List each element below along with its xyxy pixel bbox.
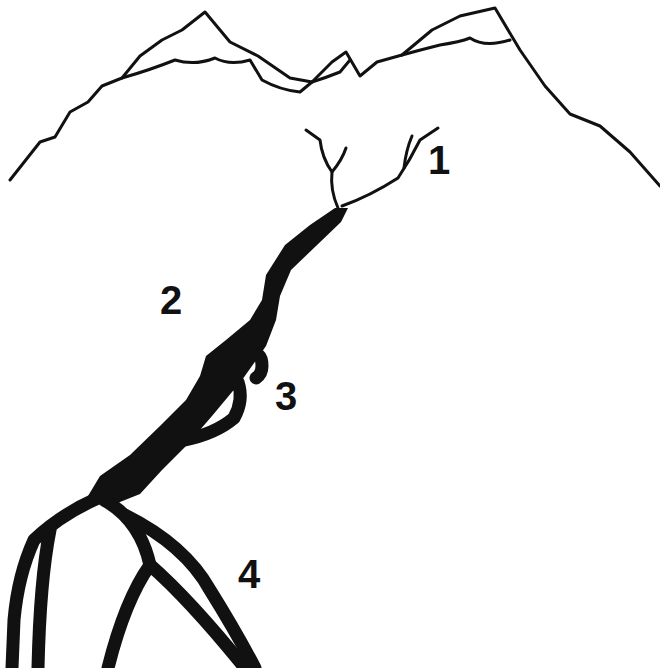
callout-number: 4: [238, 554, 260, 594]
oxbow-lake: [184, 382, 240, 440]
river-channel: [88, 208, 348, 506]
tributary: [404, 136, 412, 168]
mountain-outline: [10, 8, 660, 186]
tributary: [342, 128, 438, 206]
snow-line: [402, 38, 510, 55]
oxbow-lake: [250, 354, 262, 378]
snow-line: [312, 60, 350, 82]
delta-branch: [125, 515, 255, 668]
callout-number: 1: [428, 140, 450, 180]
delta-branch: [38, 530, 50, 668]
callout-number: 2: [160, 280, 182, 320]
delta-branch: [12, 498, 98, 668]
snow-line: [122, 58, 312, 92]
callout-number: 3: [275, 376, 297, 416]
tributary: [332, 148, 346, 172]
